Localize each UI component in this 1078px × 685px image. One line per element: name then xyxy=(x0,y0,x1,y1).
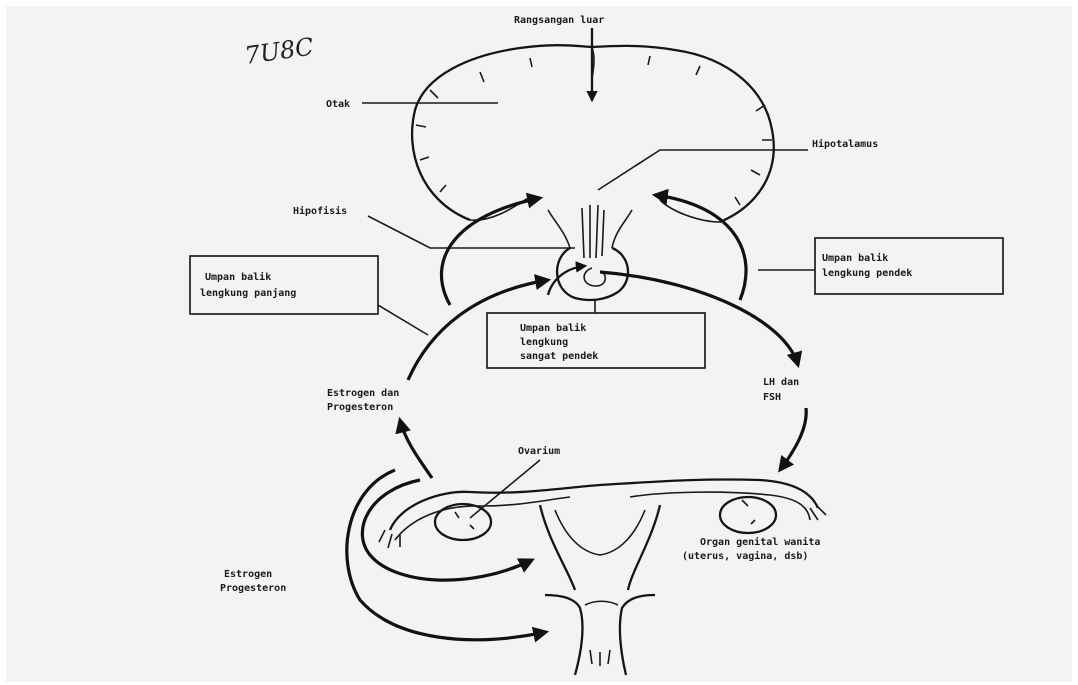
ultra-short-line-1: Umpan balik xyxy=(520,322,586,334)
brain-drawing xyxy=(412,45,774,258)
lh-fsh-arc-upper xyxy=(600,272,798,365)
estrogen-dan-label: Estrogen dan xyxy=(327,388,399,399)
long-loop-leader xyxy=(378,305,428,335)
lh-fsh-arc-lower xyxy=(780,408,806,470)
lh-dan-label: LH dan xyxy=(763,377,799,388)
ultra-short-loop-arc xyxy=(548,266,585,295)
short-loop-box xyxy=(815,238,1003,294)
organ-genital-label-2: (uterus, vagina, dsb) xyxy=(682,550,808,562)
estrogen-to-uterus-arrow-1 xyxy=(362,480,532,580)
short-loop-line-1: Umpan balik xyxy=(822,252,888,264)
organ-genital-label-1: Organ genital wanita xyxy=(700,536,820,548)
hipotalamus-leader xyxy=(598,150,808,190)
ultra-short-line-3: sangat pendek xyxy=(520,351,598,362)
otak-label: Otak xyxy=(326,99,350,110)
ovarium-label: Ovarium xyxy=(518,445,560,457)
fsh-label: FSH xyxy=(763,392,781,403)
long-loop-box xyxy=(190,256,378,314)
hipofisis-label: Hipofisis xyxy=(293,205,347,217)
ultra-short-line-2: lengkung xyxy=(520,337,568,348)
long-loop-line-2: lengkung panjang xyxy=(200,287,296,299)
progesteron-label-2: Progesteron xyxy=(220,583,286,594)
estrogen-label-2: Estrogen xyxy=(224,569,272,580)
short-loop-line-2: lengkung pendek xyxy=(822,268,912,279)
rangsangan-luar-label: Rangsangan luar xyxy=(514,15,604,26)
progesteron-label-1: Progesteron xyxy=(327,402,393,413)
ovarium-leader xyxy=(470,460,540,518)
handwritten-note: 7U8C xyxy=(243,33,315,70)
long-loop-line-1: Umpan balik xyxy=(205,271,271,283)
estrogen-upper-arrow xyxy=(400,420,432,478)
reproductive-organ-drawing xyxy=(379,479,826,675)
estrogen-to-uterus-arrow-2 xyxy=(347,470,546,640)
hipotalamus-label: Hipotalamus xyxy=(812,138,878,150)
